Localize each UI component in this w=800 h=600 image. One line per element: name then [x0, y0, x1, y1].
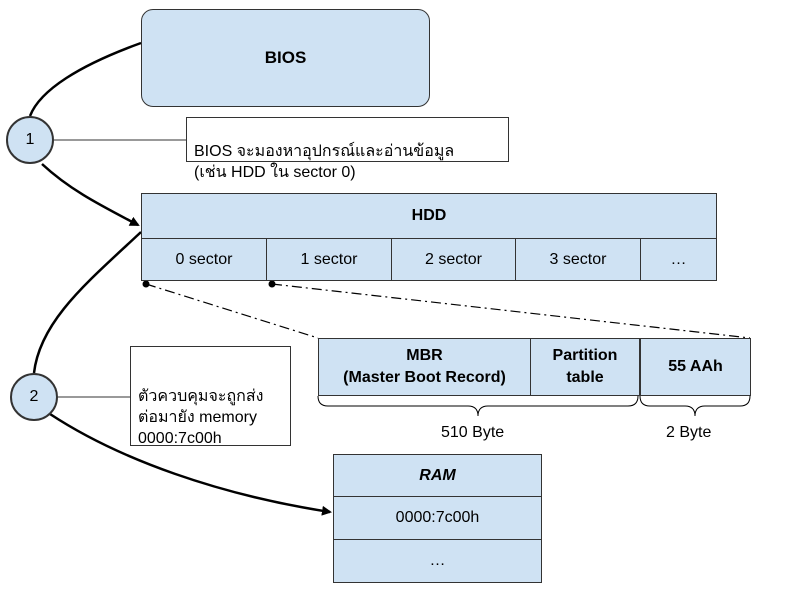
size-510-byte-label: 510 Byte — [441, 424, 505, 441]
hdd-sector-label: 0 sector — [175, 250, 233, 268]
step-2-note-text: ตัวควบคุมจะถูกส่ง ต่อมายัง memory 0000:7… — [138, 388, 264, 447]
hdd-title-cell: HDD — [141, 193, 717, 239]
arrow-step2-to-ram — [49, 412, 332, 516]
step-1-number: 1 — [25, 131, 35, 148]
hdd-sector-cell: … — [640, 238, 717, 281]
boot-signature-label: 55 AAh — [668, 358, 723, 375]
step-2-note: ตัวควบคุมจะถูกส่ง ต่อมายัง memory 0000:7… — [130, 346, 291, 447]
hdd-title: HDD — [411, 207, 447, 224]
mbr-label: MBR (Master Boot Record) — [343, 347, 506, 386]
hdd-sector-cell: 3 sector — [515, 238, 641, 281]
ram-row: 0000:7c00h — [333, 496, 542, 540]
step-2-circle: 2 — [10, 373, 58, 421]
hdd-sector-cell: 2 sector — [391, 238, 516, 281]
hdd-sector-label: 1 sector — [300, 250, 358, 268]
expansion-line-right — [271, 283, 751, 339]
ram-title-cell: RAM — [333, 454, 542, 497]
mbr-cell: MBR (Master Boot Record) — [318, 338, 531, 396]
partition-table-label: Partition table — [552, 347, 618, 386]
ram-row: … — [333, 539, 542, 583]
hdd-sector-label: 3 sector — [549, 250, 607, 268]
curve-hdd-to-step2 — [32, 231, 142, 374]
hdd-sector-label: … — [670, 250, 687, 268]
bios-box: BIOS — [141, 9, 430, 107]
step-1-note: BIOS จะมองหาอุปกรณ์และอ่านข้อมูล (เช่น H… — [186, 117, 509, 181]
hdd-sector-cell: 1 sector — [266, 238, 392, 281]
step-2-number: 2 — [29, 388, 39, 405]
expansion-line-left — [145, 283, 319, 339]
curve-bios-to-step1 — [28, 41, 142, 117]
boot-signature-cell: 55 AAh — [640, 338, 751, 396]
ram-ellipsis-label: … — [429, 552, 446, 569]
hdd-sector-cell: 0 sector — [141, 238, 267, 281]
size-2-byte-label: 2 Byte — [666, 424, 712, 441]
hdd-sector-label: 2 sector — [425, 250, 482, 268]
arrow-step1-to-hdd — [41, 163, 140, 227]
brace-510-byte — [317, 395, 639, 417]
bios-label: BIOS — [264, 48, 307, 67]
partition-table-cell: Partition table — [530, 338, 640, 396]
step-1-circle: 1 — [6, 116, 54, 164]
ram-address-label: 0000:7c00h — [395, 509, 480, 526]
ram-title: RAM — [419, 466, 456, 484]
brace-2-byte — [639, 395, 751, 417]
step-1-note-text: BIOS จะมองหาอุปกรณ์และอ่านข้อมูล (เช่น H… — [194, 143, 455, 181]
